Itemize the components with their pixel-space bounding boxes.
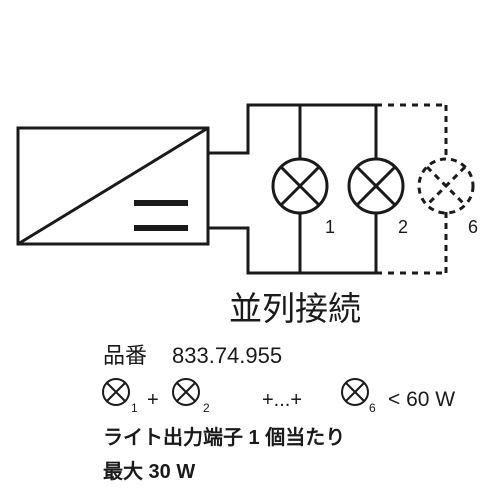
lead-bottom <box>208 226 300 275</box>
formula-subscript-6: 6 <box>369 401 376 415</box>
formula-operator-1: + <box>147 389 159 411</box>
lead-top <box>208 103 300 155</box>
lamp-icon <box>102 378 130 406</box>
supply-leads <box>208 103 300 275</box>
connection-label: 並列接続 <box>229 290 361 327</box>
lamp-6-label: 6 <box>468 217 478 237</box>
part-label: 品番 <box>103 343 147 368</box>
part-number: 833.74.955 <box>172 343 282 368</box>
formula-operator-2: +...+ <box>262 389 302 411</box>
lamp-1-label: 1 <box>325 217 335 237</box>
lamp-icon <box>172 378 200 406</box>
lamp-1 <box>271 105 329 273</box>
lamp-icon <box>271 157 329 215</box>
power-formula: 1 + 2 +...+ 6 < 60 W <box>102 378 455 415</box>
bus-wires <box>300 103 446 275</box>
lamp-icon <box>341 378 369 406</box>
formula-comparison: < 60 W <box>388 388 455 411</box>
lamp-6 <box>417 105 475 273</box>
driver-symbol-icon <box>16 126 210 246</box>
lamp-2-label: 2 <box>398 217 408 237</box>
driver-diagonal <box>17 126 209 246</box>
lamp-optional-icon <box>417 157 475 215</box>
lamp-2 <box>347 105 405 273</box>
lamp-icon <box>347 157 405 215</box>
formula-subscript-1: 1 <box>131 401 138 415</box>
output-note: ライト出力端子 1 個当たり <box>103 426 345 449</box>
max-power-note: 最大 30 W <box>103 460 195 483</box>
driver-box <box>16 126 210 246</box>
formula-subscript-2: 2 <box>203 401 210 415</box>
